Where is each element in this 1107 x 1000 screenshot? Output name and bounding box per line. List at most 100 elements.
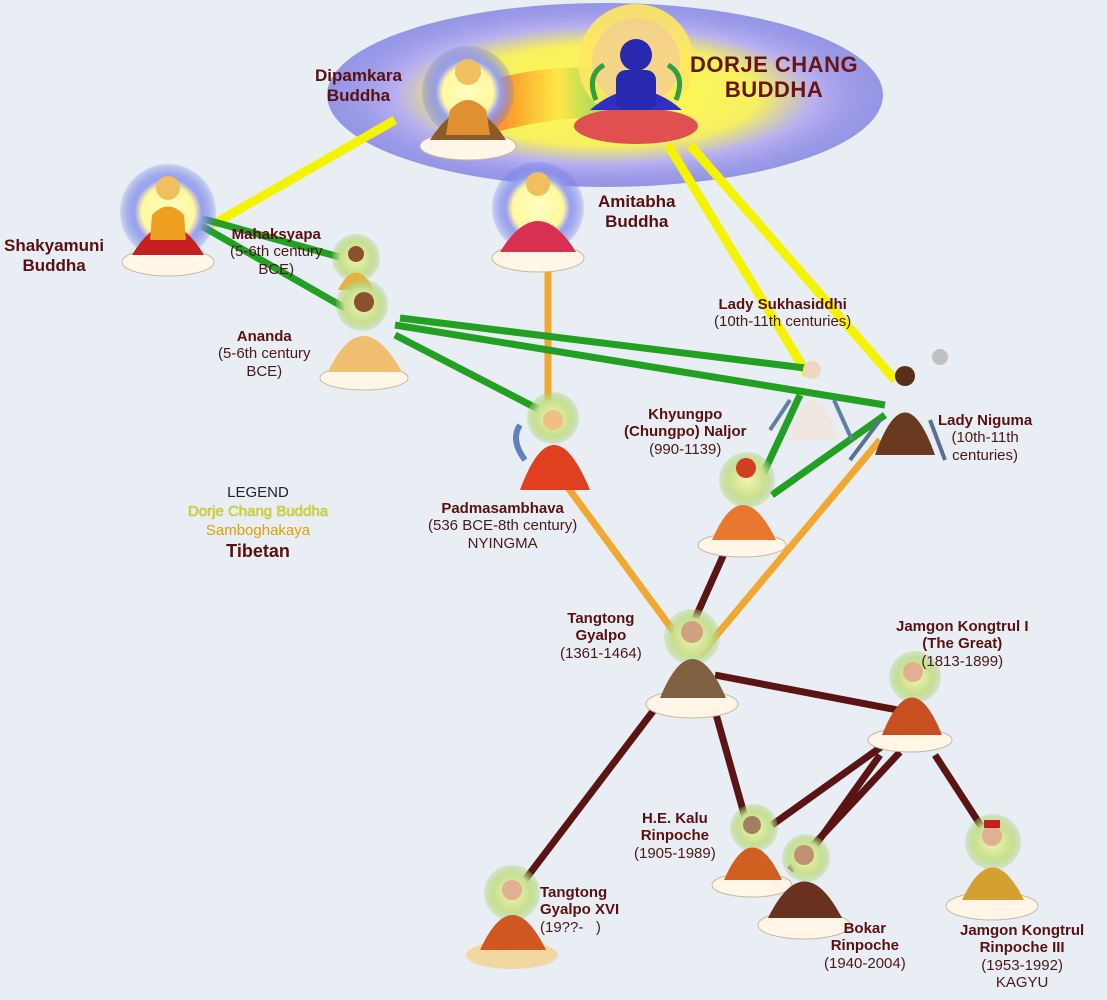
label-kalu: H.E. Kalu Rinpoche (1905-1989) [634, 810, 716, 862]
name: Rinpoche III [979, 939, 1065, 957]
school: KAGYU [995, 973, 1049, 991]
dates: (1905-1989) [634, 844, 716, 862]
dates: (10th-11th centuries) [714, 313, 852, 331]
name: Buddha [22, 255, 86, 275]
dates: (536 BCE-8th century) [428, 517, 578, 535]
label-dorje-chang: DORJE CHANG BUDDHA [690, 52, 858, 103]
jamgon-i-figure [867, 651, 953, 753]
line-ananda-padmasambhava [393, 331, 542, 414]
bokar-figure [757, 834, 851, 940]
line-ananda-niguma [394, 321, 886, 409]
line-tangtong-tangtong-xvi [512, 699, 663, 896]
line-shakyamuni-ananda [198, 221, 347, 312]
name: Buddha [605, 211, 669, 231]
legend-sambhogakaya: Samboghakaya [205, 521, 311, 539]
dates: (5-6th century [218, 345, 311, 363]
label-jamgon-i: Jamgon Kongtrul I (The Great) (1813-1899… [896, 618, 1029, 670]
name: Jamgon Kongtrul [960, 922, 1085, 939]
ananda-figure [319, 279, 409, 391]
dates: (1940-2004) [824, 954, 906, 972]
niguma-figure [848, 349, 948, 462]
line-niguma-tangtong [697, 437, 883, 658]
label-niguma: Lady Niguma (10th-11th centuries) [938, 412, 1032, 464]
name: H.E. Kalu [641, 810, 708, 827]
label-ananda: Ananda (5-6th century BCE) [218, 328, 311, 380]
dorje-chang-figure [574, 4, 698, 144]
line-jamgon-i-kalu [769, 739, 891, 828]
name: Amitabha [598, 192, 676, 211]
name: Dipamkara [315, 66, 402, 85]
amitabha-figure [491, 162, 585, 273]
legend-title: LEGEND [227, 484, 289, 501]
khyungpo-figure [697, 452, 787, 558]
dates: (10th-11th [951, 429, 1019, 447]
legend: LEGEND Dorje Chang Buddha Samboghakaya T… [170, 484, 346, 563]
name: Lady Sukhasiddhi [718, 296, 847, 313]
shakyamuni-figure [120, 164, 216, 277]
jamgon-iii-figure [945, 814, 1039, 921]
dipamkara-figure [419, 46, 517, 161]
name: Lady Niguma [938, 412, 1033, 429]
label-sukhasiddhi: Lady Sukhasiddhi (10th-11th centuries) [714, 296, 851, 331]
line-niguma-khyungpo [769, 412, 888, 498]
name: Rinpoche [830, 937, 900, 955]
dates: (990-1139) [649, 440, 722, 458]
name: (Chungpo) Naljor [624, 423, 747, 441]
dates: (1953-1992) [981, 956, 1063, 974]
legend-tibetan: Tibetan [226, 541, 290, 562]
name: Bokar [843, 920, 887, 937]
tangtong-figure [645, 609, 739, 719]
name: Padmasambhava [441, 500, 564, 517]
kalu-figure [711, 804, 793, 898]
line-jamgon-i-bokar-2 [809, 752, 883, 853]
label-tangtong-xvi: Tangtong Gyalpo XVI (19??- ) [540, 884, 619, 936]
name: Tangtong [540, 884, 608, 901]
line-ananda-sukhasiddhi [399, 314, 806, 372]
dates: (1813-1899) [921, 652, 1004, 670]
dates: BCE) [246, 362, 283, 380]
line-dorje-sukhasiddhi [664, 142, 812, 378]
label-khyungpo: Khyungpo (Chungpo) Naljor (990-1139) [624, 406, 746, 458]
tangtong-xvi-figure [466, 865, 558, 969]
padmasambhava-figure [513, 392, 590, 490]
dates: BCE) [258, 260, 295, 278]
line-tangtong-kalu [708, 699, 752, 829]
label-shakyamuni: Shakyamuni Buddha [4, 236, 104, 275]
name: Jamgon Kongtrul I [896, 618, 1029, 635]
line-jamgon-i-jamgon-iii [932, 753, 988, 834]
name: Khyungpo [648, 406, 723, 423]
name: Rinpoche [640, 827, 710, 845]
line-tangtong-jamgon-i [714, 671, 909, 716]
name: BUDDHA [724, 77, 824, 103]
name: Mahaksyapa [231, 226, 321, 243]
name: Buddha [326, 85, 391, 105]
label-padmasambhava: Padmasambhava (536 BCE-8th century) NYIN… [428, 500, 577, 552]
name: Ananda [236, 328, 292, 345]
label-mahaksyapa: Mahaksyapa (5-6th century BCE) [230, 226, 323, 278]
label-tangtong: Tangtong Gyalpo (1361-1464) [560, 610, 642, 662]
name: (The Great) [922, 635, 1003, 653]
label-amitabha: Amitabha Buddha [598, 192, 675, 231]
dates: centuries) [952, 446, 1019, 464]
line-dipamkara-shakyamuni [209, 116, 398, 229]
connection-lines [198, 116, 988, 896]
sukhasiddhi-figure [768, 361, 854, 441]
school: NYINGMA [467, 534, 538, 552]
label-dipamkara: Dipamkara Buddha [315, 66, 402, 105]
line-shakyamuni-mahaksyapa [199, 214, 351, 264]
name: Gyalpo [575, 627, 627, 645]
label-jamgon-iii: Jamgon Kongtrul Rinpoche III (1953-1992)… [960, 922, 1084, 991]
name: DORJE CHANG [690, 52, 859, 77]
line-dorje-niguma [686, 142, 899, 383]
legend-dorje-chang: Dorje Chang Buddha [187, 502, 329, 520]
line-padmasambhava-tangtong [552, 467, 683, 643]
name: Shakyamuni [4, 236, 105, 255]
label-bokar: Bokar Rinpoche (1940-2004) [824, 920, 906, 972]
name: Tangtong [567, 610, 635, 627]
dates: (5-6th century [230, 243, 323, 261]
dates: (1361-1464) [560, 644, 642, 662]
name: Gyalpo XVI [540, 901, 620, 919]
dates: (19??- ) [540, 918, 601, 936]
